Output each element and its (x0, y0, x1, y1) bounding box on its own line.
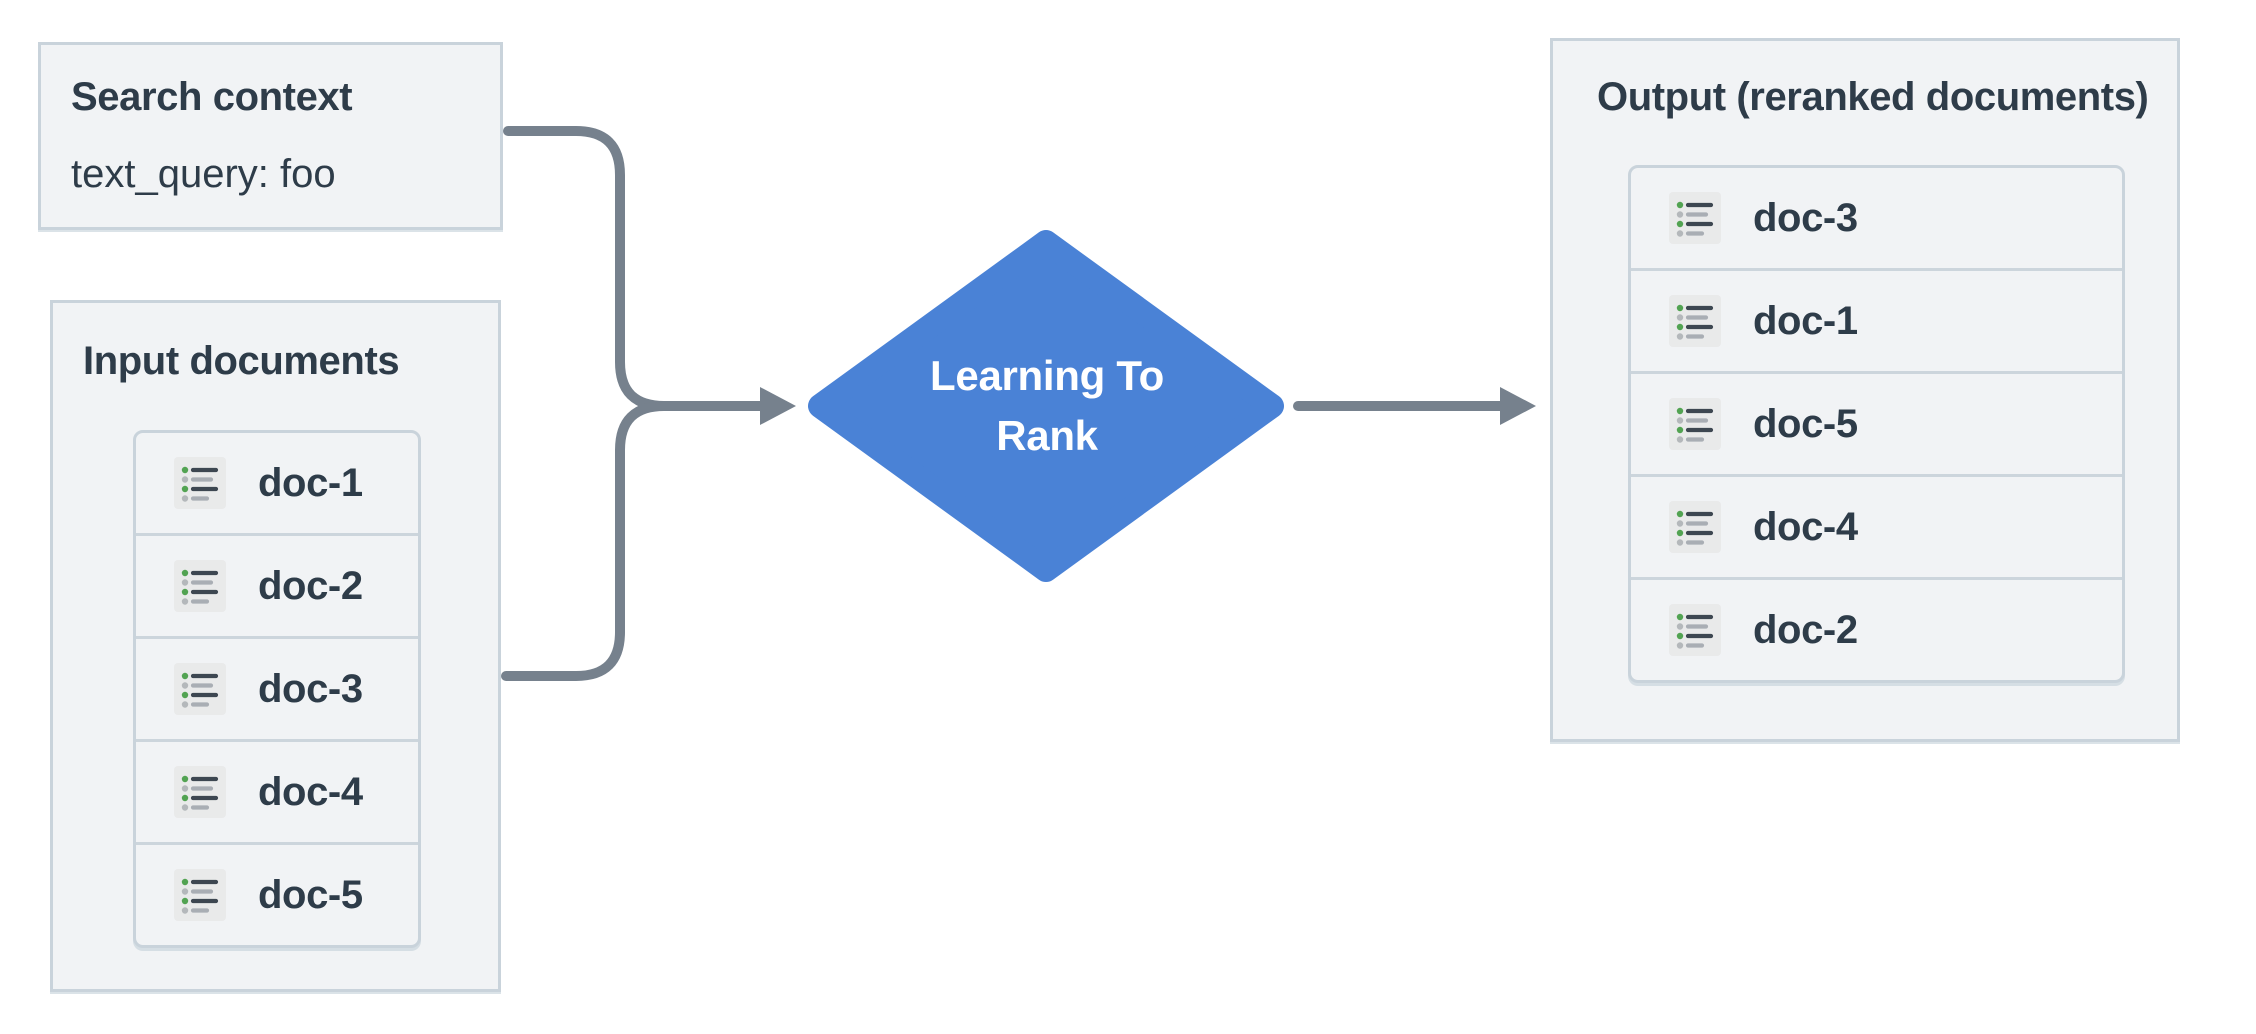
ltr-label-line2: Rank (996, 412, 1098, 459)
doc-list-icon (1669, 501, 1721, 553)
doc-item-label: doc-5 (1753, 401, 1858, 446)
connector-input-docs-to-ltr (501, 401, 669, 681)
doc-list-icon (1669, 192, 1721, 244)
doc-item: doc-3 (136, 636, 418, 739)
search-context-box: Search context text_query: foo (38, 42, 503, 230)
doc-item-label: doc-1 (1753, 298, 1858, 343)
doc-item: doc-1 (1631, 268, 2122, 371)
doc-list-icon (174, 869, 226, 921)
ltr-diamond-label: Learning To Rank (810, 230, 1284, 582)
arrowhead-into-output-icon (1500, 387, 1536, 425)
doc-item: doc-2 (1631, 577, 2122, 680)
output-documents-list: doc-3 (1628, 165, 2125, 683)
doc-item-label: doc-2 (1753, 607, 1858, 652)
doc-item-label: doc-2 (258, 563, 363, 608)
doc-list-icon (174, 560, 226, 612)
doc-item: doc-4 (136, 739, 418, 842)
doc-list-icon (174, 457, 226, 509)
doc-item: doc-2 (136, 533, 418, 636)
doc-item-label: doc-4 (1753, 504, 1858, 549)
doc-item: doc-4 (1631, 474, 2122, 577)
connector-search-context-to-ltr (503, 126, 669, 411)
input-documents-title: Input documents (83, 339, 400, 383)
output-documents-title: Output (reranked documents) (1597, 75, 2149, 119)
input-documents-list: doc-1 (133, 430, 421, 948)
doc-item: doc-1 (136, 433, 418, 533)
doc-list-icon (174, 663, 226, 715)
doc-list-icon (1669, 295, 1721, 347)
arrowhead-into-ltr-icon (760, 387, 796, 425)
doc-item-label: doc-4 (258, 769, 363, 814)
doc-list-icon (1669, 398, 1721, 450)
ltr-diamond-shape (808, 230, 1284, 582)
doc-item: doc-3 (1631, 168, 2122, 268)
doc-list-icon (1669, 604, 1721, 656)
doc-item: doc-5 (136, 842, 418, 945)
doc-list-icon (174, 766, 226, 818)
search-context-title: Search context (71, 75, 353, 119)
doc-item-label: doc-3 (1753, 195, 1858, 240)
doc-item-label: doc-3 (258, 666, 363, 711)
doc-item-label: doc-5 (258, 872, 363, 917)
doc-item: doc-5 (1631, 371, 2122, 474)
search-context-query: text_query: foo (71, 152, 336, 196)
doc-item-label: doc-1 (258, 460, 363, 505)
ltr-label-line1: Learning To (930, 352, 1164, 399)
